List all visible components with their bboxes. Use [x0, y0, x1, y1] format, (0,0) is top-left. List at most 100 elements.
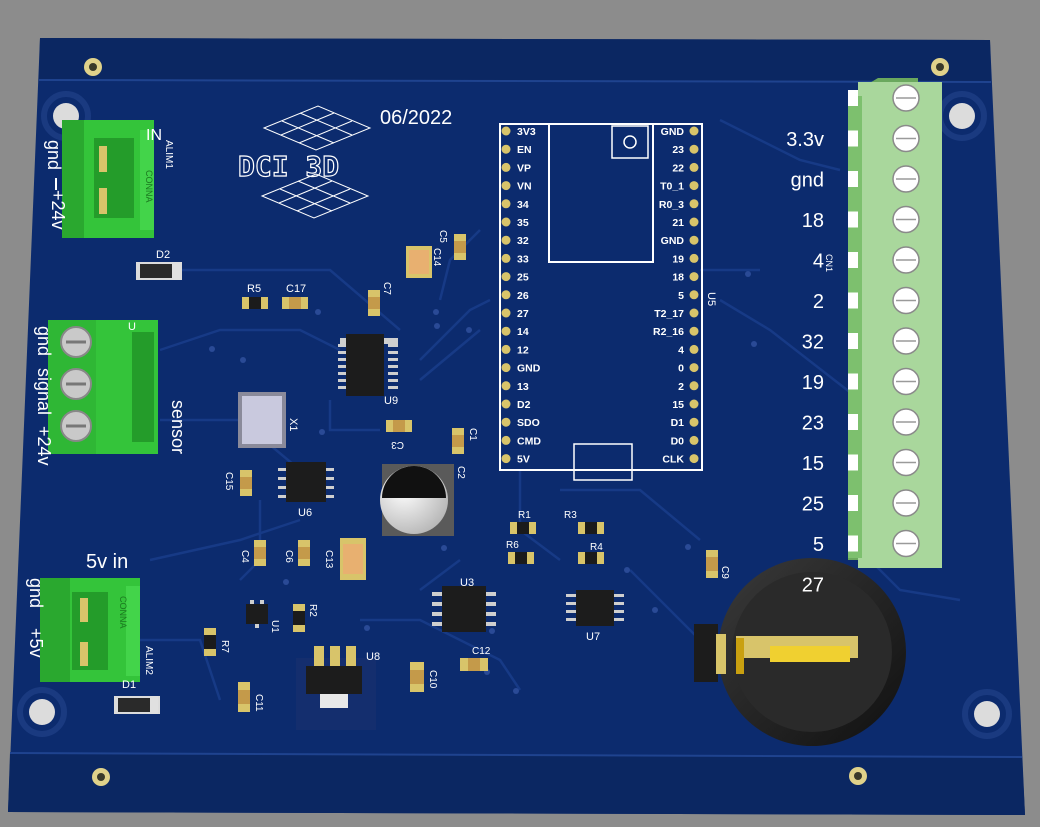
ref-c14: C14 — [431, 248, 442, 267]
esp32-pad-left — [501, 217, 511, 227]
capacitor-c15 — [240, 470, 252, 496]
esp32-pin-label-right: 5 — [678, 290, 684, 302]
esp32-pad-left — [501, 162, 511, 172]
esp32-pin-label-left: 33 — [517, 253, 529, 265]
ref-c15: C15 — [223, 472, 234, 491]
capacitor-c7 — [368, 290, 380, 316]
esp32-pin-label-right: 2 — [678, 381, 684, 393]
header-label: 23 — [802, 413, 824, 435]
esp32-pin-label-left: 14 — [517, 326, 529, 338]
crystal-x1 — [238, 392, 286, 448]
capacitor-c13 — [340, 538, 366, 580]
sensor-pin-2: signal — [34, 368, 54, 415]
esp32-pad-left — [501, 435, 511, 445]
esp32-pad-right — [689, 272, 699, 282]
esp32-pad-left — [501, 326, 511, 336]
pin-label-5v: +5v — [26, 628, 46, 658]
header-opening — [848, 373, 858, 390]
esp32-pad-right — [689, 290, 699, 300]
esp32-pad-left — [501, 144, 511, 154]
esp32-pad-left — [501, 363, 511, 373]
regulator-u8 — [296, 646, 376, 730]
resistor-r3 — [578, 522, 604, 534]
esp32-pad-right — [689, 181, 699, 191]
ref-c5: C5 — [437, 230, 448, 243]
esp32-pad-right — [689, 162, 699, 172]
ref-r7: R7 — [219, 640, 230, 653]
esp32-pin-label-right: CLK — [662, 454, 684, 466]
header-label: 25 — [802, 494, 824, 516]
esp32-pad-right — [689, 417, 699, 427]
rail-edge-bottom — [9, 752, 1023, 758]
esp32-pin-label-left: 12 — [517, 344, 529, 356]
esp32-pin-label-left: D2 — [517, 399, 531, 411]
header-opening — [848, 495, 858, 511]
esp32-pin-label-left: 13 — [517, 381, 529, 393]
esp32-pin-label-left: VP — [517, 162, 531, 174]
esp32-pad-left — [501, 272, 511, 282]
header-label: 19 — [802, 372, 824, 394]
esp32-pad-right — [689, 199, 699, 209]
esp32-pin-label-right: GND — [661, 126, 685, 138]
ref-d2: D2 — [156, 249, 170, 261]
ref-c3: C3 — [391, 439, 404, 450]
resistor-r1 — [510, 522, 536, 534]
header-label: 32 — [802, 332, 824, 354]
header-opening — [848, 130, 858, 147]
ref-alim1: ALIM1 — [163, 140, 174, 169]
logo-text: DCI 3D — [238, 150, 339, 183]
pin-label-gnd-2: gnd — [26, 578, 46, 608]
esp32-pad-left — [501, 199, 511, 209]
esp32-pad-right — [689, 126, 699, 136]
capacitor-c1 — [452, 428, 464, 454]
ref-c7: C7 — [381, 282, 392, 295]
ref-u3: U3 — [460, 577, 474, 589]
capacitor-c14 — [406, 246, 432, 278]
esp32-pad-right — [689, 344, 699, 354]
esp32-pin-label-left: 35 — [517, 217, 529, 229]
resistor-r6 — [508, 552, 534, 564]
pin-label-24v-1: +24v — [48, 190, 68, 230]
esp32-pad-left — [501, 344, 511, 354]
board-date: 06/2022 — [380, 107, 452, 129]
ref-c12: C12 — [472, 646, 491, 657]
esp32-pin-label-left: CMD — [517, 435, 541, 447]
chip-u7 — [566, 590, 624, 626]
rail-edge-top — [38, 79, 992, 83]
header-opening — [848, 171, 858, 187]
logo-grid-top — [262, 105, 372, 151]
esp32-pin-label-right: 18 — [672, 272, 684, 284]
pin-label-gnd-1: gnd — [44, 140, 64, 170]
capacitor-c10 — [410, 662, 424, 692]
bottom-rail — [8, 753, 1025, 815]
diode-d1 — [114, 696, 160, 714]
ref-u1: U1 — [269, 620, 280, 633]
esp32-pin-label-left: 27 — [517, 308, 529, 320]
resistor-r4 — [578, 552, 604, 564]
resistor-r2 — [293, 604, 305, 632]
ref-c4: C4 — [239, 550, 250, 563]
chip-u9 — [338, 334, 398, 396]
esp32-left-pins: 3V3ENVPVN343532332526271412GND13D2SDOCMD… — [501, 126, 541, 466]
ref-c9: C9 — [719, 566, 730, 579]
capacitor-c3 — [386, 420, 412, 432]
esp32-pad-right — [689, 235, 699, 245]
sensor-connector — [48, 320, 158, 454]
esp32-pin-label-right: 19 — [672, 253, 684, 265]
ref-r3: R3 — [564, 510, 577, 521]
ref-c10: C10 — [427, 670, 438, 689]
ref-x1: X1 — [287, 418, 299, 431]
header-opening — [848, 292, 858, 309]
esp32-pad-left — [501, 181, 511, 191]
esp32-pin-label-right: 21 — [672, 217, 684, 229]
label-sensor: sensor — [168, 400, 188, 454]
esp32-pin-label-left: SDO — [517, 417, 540, 429]
ref-u9: U9 — [384, 395, 398, 407]
electrolytic-cap-c2 — [380, 464, 454, 536]
ref-cn1: CN1 — [824, 254, 834, 272]
esp32-pin-label-right: 4 — [678, 344, 684, 356]
ref-r6: R6 — [506, 540, 519, 551]
capacitor-c4 — [254, 540, 266, 566]
esp32-pin-label-right: 22 — [672, 162, 684, 174]
diode-d2 — [136, 262, 182, 280]
